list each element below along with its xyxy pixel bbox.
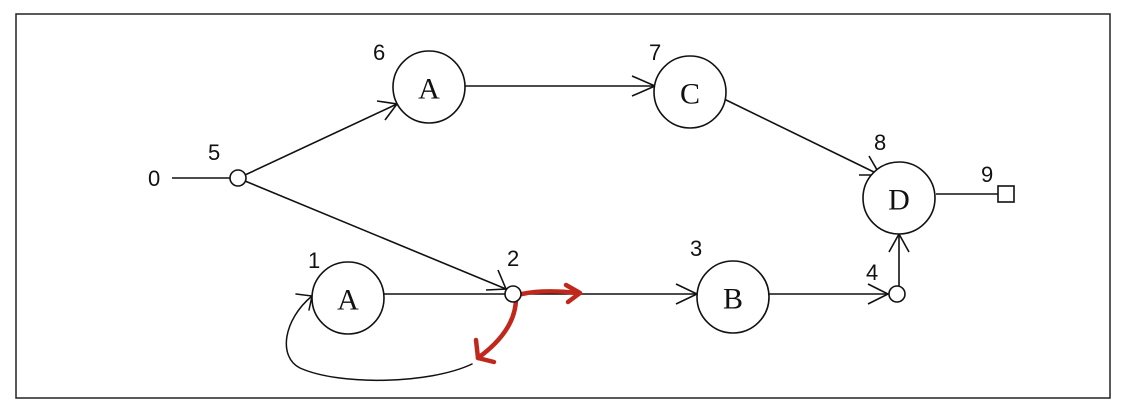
red-arrowhead-down <box>473 337 497 365</box>
node-8-letter: D <box>888 184 910 217</box>
node-9-terminal <box>997 185 1015 203</box>
edge-4-8 <box>888 232 910 286</box>
index-label-1: 1 <box>308 248 320 273</box>
index-label-8: 8 <box>874 130 886 155</box>
index-label-9: 9 <box>981 162 993 187</box>
index-label-4: 4 <box>866 260 878 285</box>
node-1: A <box>311 261 385 335</box>
index-label-5: 5 <box>208 140 220 165</box>
node-4-junction <box>888 285 906 303</box>
edge-5-6 <box>244 100 399 176</box>
index-label-3: 3 <box>690 236 702 261</box>
index-label-2: 2 <box>507 246 519 271</box>
index-label-7: 7 <box>649 40 661 65</box>
red-arrow-down <box>475 295 519 361</box>
node-3: B <box>696 260 770 334</box>
red-annotation-arrows <box>473 282 583 365</box>
node-1-letter: A <box>337 284 359 317</box>
edge-6-7 <box>465 75 658 97</box>
node-7: C <box>653 55 727 129</box>
edge-7-8 <box>721 97 882 176</box>
edge-3-4 <box>768 283 890 305</box>
node-5-junction <box>229 169 247 187</box>
edge-2-3 <box>522 283 699 305</box>
diagram-frame <box>15 13 1111 399</box>
node-6: A <box>392 50 466 124</box>
red-arrowhead-right <box>563 282 583 305</box>
node-3-letter: B <box>723 283 743 316</box>
node-8: D <box>862 161 936 235</box>
red-arrow-right <box>519 289 581 297</box>
node-7-letter: C <box>680 78 700 111</box>
node-6-letter: A <box>418 73 440 106</box>
index-label-6: 6 <box>373 40 385 65</box>
node-2-junction <box>504 285 522 303</box>
index-label-0: 0 <box>148 166 160 191</box>
